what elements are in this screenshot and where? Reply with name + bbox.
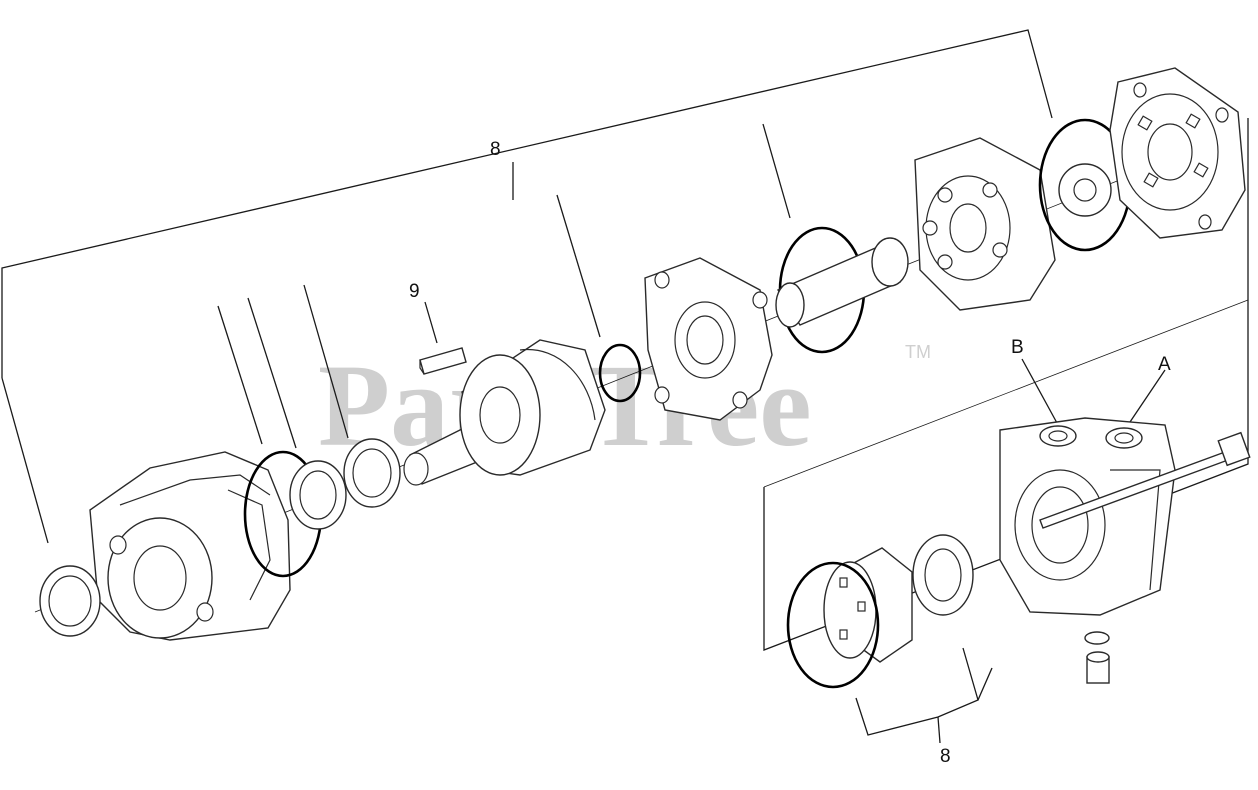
front-housing [89, 451, 291, 641]
gerotor-set [914, 137, 1056, 311]
callout-label-8-bottom: 8 [940, 746, 951, 767]
valve-housing [999, 417, 1176, 616]
callout-label-a: A [1158, 354, 1171, 375]
drive-link [775, 237, 909, 328]
dust-seal [343, 438, 401, 508]
gerotor-star [1058, 163, 1112, 217]
housing-bolt [1039, 431, 1251, 529]
o-ring-valve [786, 561, 880, 689]
watermark-trademark: TM [905, 342, 931, 362]
end-cover [1109, 67, 1246, 239]
callout-label-b: B [1011, 337, 1024, 358]
callout-label-8-top: 8 [490, 139, 501, 160]
callout-labels: 8 9 B A 8 [409, 139, 1171, 767]
callout-label-9: 9 [409, 281, 420, 302]
output-shaft-assembly [403, 339, 606, 486]
port-b [1039, 425, 1077, 447]
port-a [1105, 427, 1143, 449]
key [419, 347, 467, 375]
o-ring-small [598, 343, 642, 403]
bearing-plate [644, 257, 773, 421]
thrust-washer [289, 460, 347, 530]
check-plug [1084, 631, 1110, 684]
watermark: PartsTree TM [318, 340, 931, 471]
shaft-seal [39, 565, 101, 637]
spacer-ring [912, 534, 974, 616]
valve-plate [823, 547, 913, 663]
